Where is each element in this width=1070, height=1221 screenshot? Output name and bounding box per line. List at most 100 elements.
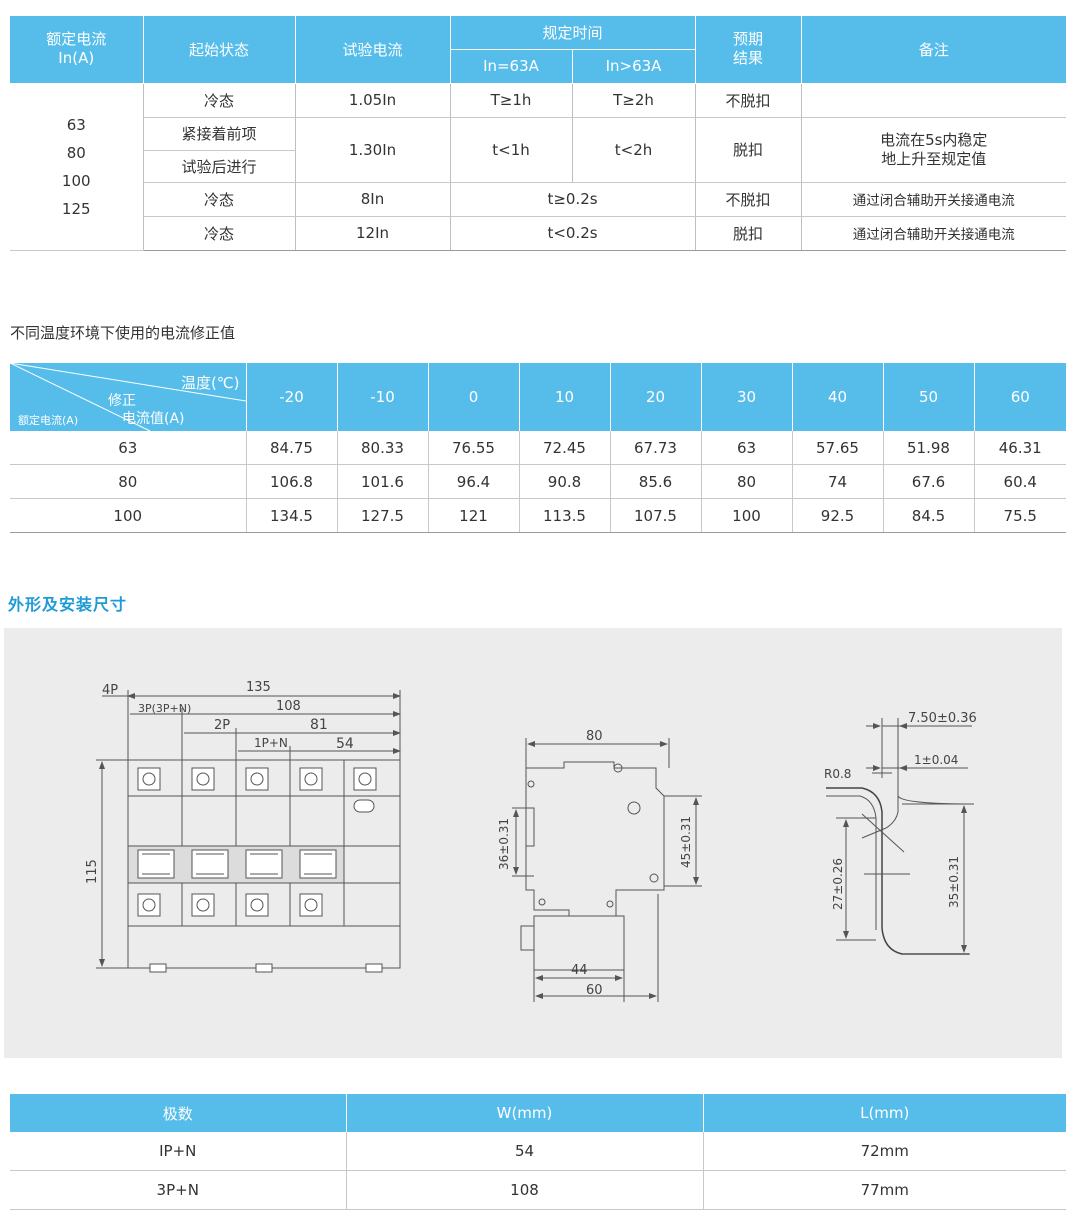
cell-state: 冷态 (143, 83, 296, 118)
cell-value: 51.98 (883, 431, 975, 465)
dimension-drawing-panel: 4P 135 3P(3P+N) 108 2P 81 1P+N 54 115 80… (4, 628, 1062, 1058)
cell-current: 1.30In (295, 117, 451, 183)
cell-remark (801, 83, 1067, 118)
table-row: 紧接着前项 1.30In t<1h t<2h 脱扣 电流在5s内稳定地上升至规定… (10, 117, 1067, 183)
cell-value: 101.6 (337, 464, 429, 499)
dim-108: 108 (276, 699, 301, 714)
cell-time: t<1h (450, 117, 573, 183)
cell-time: T≥1h (450, 83, 573, 118)
cell-state: 紧接着前项 (143, 117, 296, 151)
cell-time: t<0.2s (450, 216, 696, 251)
cell-time: T≥2h (572, 83, 696, 118)
dim-135: 135 (246, 680, 271, 695)
din-rail-view (826, 718, 975, 955)
cell-value: 67.6 (883, 464, 975, 499)
cell-result: 不脱扣 (695, 182, 802, 217)
cell-value: 113.5 (519, 498, 611, 533)
cell-state: 冷态 (143, 182, 296, 217)
cell-time: t≥0.2s (450, 182, 696, 217)
cell-value: 92.5 (792, 498, 884, 533)
header-spec-time: 规定时间 (450, 16, 696, 50)
dim-1: 1±0.04 (914, 753, 958, 767)
cell-value: 100 (701, 498, 793, 533)
corner-correction-label: 修正 (108, 393, 136, 409)
cell-value: 96.4 (428, 464, 520, 499)
table-row: 冷态 12In t<0.2s 脱扣 通过闭合辅助开关接通电流 (10, 216, 1067, 251)
cell-value: 106.8 (246, 464, 338, 499)
dim-35: 35±0.31 (947, 856, 961, 908)
header-remark: 备注 (801, 16, 1067, 84)
label-r08: R0.8 (824, 767, 851, 781)
pole-dimension-table: 极数 W(mm) L(mm) IP+N 54 72mm 3P+N 108 77m… (10, 1094, 1066, 1210)
cell-current: 12In (295, 216, 451, 251)
cell-value: 134.5 (246, 498, 338, 533)
corner-temp-label: 温度(℃) (180, 374, 240, 392)
section-title: 外形及安装尺寸 (8, 595, 128, 614)
dim-44: 44 (571, 963, 588, 978)
cell-rated: 100 (10, 498, 247, 533)
cell-poles: IP+N (10, 1132, 347, 1171)
dim-36: 36±0.31 (497, 818, 511, 870)
front-view (96, 690, 401, 973)
temp-header: 30 (701, 363, 793, 431)
temp-header: 60 (974, 363, 1066, 431)
label-4p: 4P (102, 683, 118, 698)
cell-remark: 通过闭合辅助开关接通电流 (801, 216, 1067, 251)
table-row: 冷态 8In t≥0.2s 不脱扣 通过闭合辅助开关接通电流 (10, 182, 1067, 217)
header-width: W(mm) (346, 1094, 704, 1132)
cell-result: 脱扣 (695, 216, 802, 251)
header-length: L(mm) (703, 1094, 1066, 1132)
cell-result: 脱扣 (695, 117, 802, 183)
cell-time: t<2h (572, 117, 696, 183)
cell-width: 54 (346, 1132, 704, 1171)
temp-header: 40 (792, 363, 884, 431)
table-row: 63 84.75 80.33 76.55 72.45 67.73 63 57.6… (10, 431, 1066, 465)
cell-value: 67.73 (610, 431, 702, 465)
cell-value: 63 (701, 431, 793, 465)
cell-value: 107.5 (610, 498, 702, 533)
header-test-current: 试验电流 (295, 16, 451, 84)
cell-poles: 3P+N (10, 1170, 347, 1210)
cell-rated: 63 (10, 431, 247, 465)
temperature-correction-table: 温度(℃) 修正 电流值(A) 额定电流(A) -20 -10 0 10 20 … (10, 363, 1066, 533)
cell-length: 72mm (703, 1132, 1066, 1171)
temp-header: 10 (519, 363, 611, 431)
corner-value-label: 电流值(A) (122, 411, 185, 427)
cell-value: 90.8 (519, 464, 611, 499)
table-row: 试验后进行 (10, 150, 1066, 183)
temp-header: -10 (337, 363, 429, 431)
temp-header: -20 (246, 363, 338, 431)
label-1p: 1P+N (254, 736, 288, 750)
cell-value: 60.4 (974, 464, 1066, 499)
corner-rated-label: 额定电流(A) (18, 414, 79, 427)
dim-115: 115 (85, 859, 100, 884)
dim-7-50: 7.50±0.36 (908, 711, 977, 726)
cell-value: 46.31 (974, 431, 1066, 465)
dim-81: 81 (310, 717, 328, 733)
cell-result: 不脱扣 (695, 83, 802, 118)
dim-60: 60 (586, 983, 603, 998)
header-start-state: 起始状态 (143, 16, 296, 84)
header-in-63: In=63A (450, 49, 573, 84)
cell-current: 8In (295, 182, 451, 217)
temperature-correction-title: 不同温度环境下使用的电流修正值 (10, 324, 236, 342)
cell-width: 108 (346, 1170, 704, 1210)
cell-length: 77mm (703, 1170, 1066, 1210)
cell-remark: 通过闭合辅助开关接通电流 (801, 182, 1067, 217)
cell-value: 74 (792, 464, 884, 499)
cell-current: 1.05In (295, 83, 451, 118)
dim-54: 54 (336, 736, 354, 752)
header-in-gt-63: In>63A (572, 49, 696, 84)
temp-header: 0 (428, 363, 520, 431)
table-row: 80 106.8 101.6 96.4 90.8 85.6 80 74 67.6… (10, 464, 1066, 499)
header-poles: 极数 (10, 1094, 347, 1132)
table-row: 3P+N 108 77mm (10, 1170, 1066, 1210)
temp-header: 20 (610, 363, 702, 431)
diagonal-lines (10, 363, 246, 431)
cell-value: 80.33 (337, 431, 429, 465)
cell-value: 84.5 (883, 498, 975, 533)
cell-value: 127.5 (337, 498, 429, 533)
table-row: IP+N 54 72mm (10, 1132, 1066, 1171)
